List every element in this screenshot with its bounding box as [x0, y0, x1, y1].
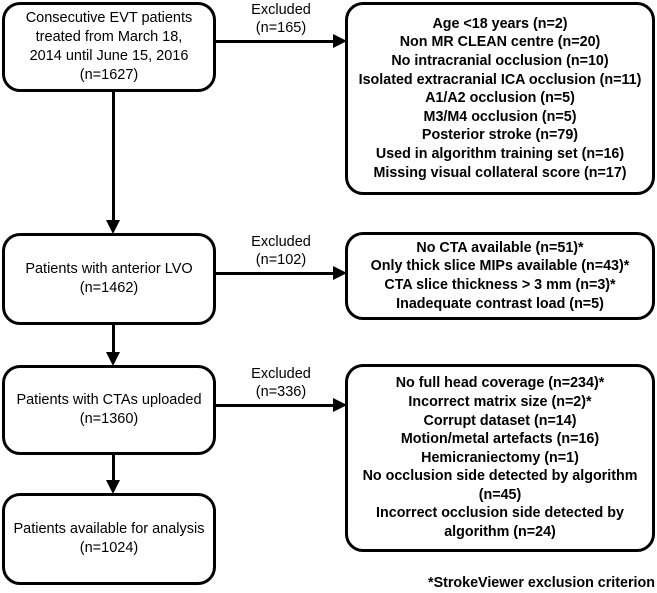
edge-label-exclusion-second: Excluded (n=102) [226, 234, 336, 269]
node-line: Patients with anterior LVO [25, 261, 193, 278]
edge-label-line: (n=102) [255, 251, 307, 268]
edge-label-line: Excluded [251, 366, 311, 382]
arrow-shaft [112, 325, 115, 352]
exclusion-reason: Isolated extracranial ICA occlusion (n=1… [358, 71, 642, 88]
edge-label-exclusion-third: Excluded (n=336) [226, 366, 336, 401]
edge-label-line: (n=165) [255, 19, 307, 36]
node-patients-with-ctas-uploaded: Patients with CTAs uploaded (n=1360) [2, 365, 216, 455]
exclusion-reason: Inadequate contrast load (n=5) [396, 295, 604, 312]
exclusion-reason: Motion/metal artefacts (n=16) [400, 431, 600, 448]
exclusion-reason: No intracranial occlusion (n=10) [391, 53, 609, 70]
node-line: Patients with CTAs uploaded [16, 392, 202, 409]
node-exclusions-second: No CTA available (n=51)* Only thick slic… [345, 232, 655, 320]
exclusion-reason: Used in algorithm training set (n=16) [375, 145, 625, 162]
node-line: (n=1462) [79, 280, 139, 296]
arrow-shaft [112, 455, 115, 480]
arrow-shaft [214, 272, 333, 275]
exclusion-reason: (n=45) [478, 486, 522, 503]
exclusion-reason: Corrupt dataset (n=14) [423, 412, 577, 429]
arrow-head [106, 220, 120, 234]
exclusion-reason: CTA slice thickness > 3 mm (n=3)* [384, 277, 616, 293]
node-exclusions-first: Age <18 years (n=2) Non MR CLEAN centre … [345, 2, 655, 195]
node-line: (n=1360) [79, 411, 139, 427]
exclusion-reason: No CTA available (n=51)* [416, 239, 584, 256]
exclusion-reason: Missing visual collateral score (n=17) [373, 164, 627, 181]
exclusion-reason: No full head coverage (n=234)* [395, 375, 605, 392]
node-line: treated from March 18, [35, 29, 183, 46]
arrow-shaft [214, 40, 333, 43]
arrow-head [333, 398, 347, 412]
exclusion-reason: M3/M4 occlusion (n=5) [423, 108, 577, 125]
node-exclusions-third: No full head coverage (n=234)* Incorrect… [345, 364, 655, 552]
edge-label-line: Excluded [251, 234, 311, 250]
node-line: Consecutive EVT patients [25, 10, 193, 27]
exclusion-reason: Non MR CLEAN centre (n=20) [399, 34, 601, 51]
arrow-head [106, 352, 120, 366]
node-line: 2014 until June 15, 2016 [29, 48, 189, 64]
node-patients-with-anterior-lvo: Patients with anterior LVO (n=1462) [2, 233, 216, 325]
footnote-strokeviewer-criterion: *StrokeViewer exclusion criterion [428, 575, 655, 591]
exclusion-reason: No occlusion side detected by algorithm [362, 468, 638, 485]
exclusion-reason: Incorrect matrix size (n=2)* [408, 393, 592, 410]
arrow-head [333, 266, 347, 280]
node-line: (n=1024) [79, 540, 139, 556]
edge-label-exclusion-first: Excluded (n=165) [226, 2, 336, 37]
exclusion-reason: Posterior stroke (n=79) [421, 127, 579, 144]
arrow-head [333, 34, 347, 48]
exclusion-reason: Age <18 years (n=2) [432, 15, 568, 32]
node-patients-available-for-analysis: Patients available for analysis (n=1024) [2, 493, 216, 585]
arrow-head [106, 480, 120, 494]
node-consecutive-evt-patients: Consecutive EVT patients treated from Ma… [2, 2, 216, 92]
exclusion-reason: Only thick slice MIPs available (n=43)* [370, 258, 630, 275]
edge-label-line: Excluded [251, 2, 311, 18]
exclusion-reason: algorithm (n=24) [444, 524, 556, 541]
arrow-shaft [214, 404, 333, 407]
exclusion-reason: Hemicraniectomy (n=1) [421, 449, 579, 466]
node-line: Patients available for analysis [13, 521, 205, 538]
exclusion-reason: A1/A2 occlusion (n=5) [425, 90, 575, 107]
node-line: (n=1627) [79, 66, 139, 83]
exclusion-reason: Incorrect occlusion side detected by [376, 505, 624, 522]
arrow-shaft [112, 92, 115, 220]
edge-label-line: (n=336) [255, 383, 307, 400]
